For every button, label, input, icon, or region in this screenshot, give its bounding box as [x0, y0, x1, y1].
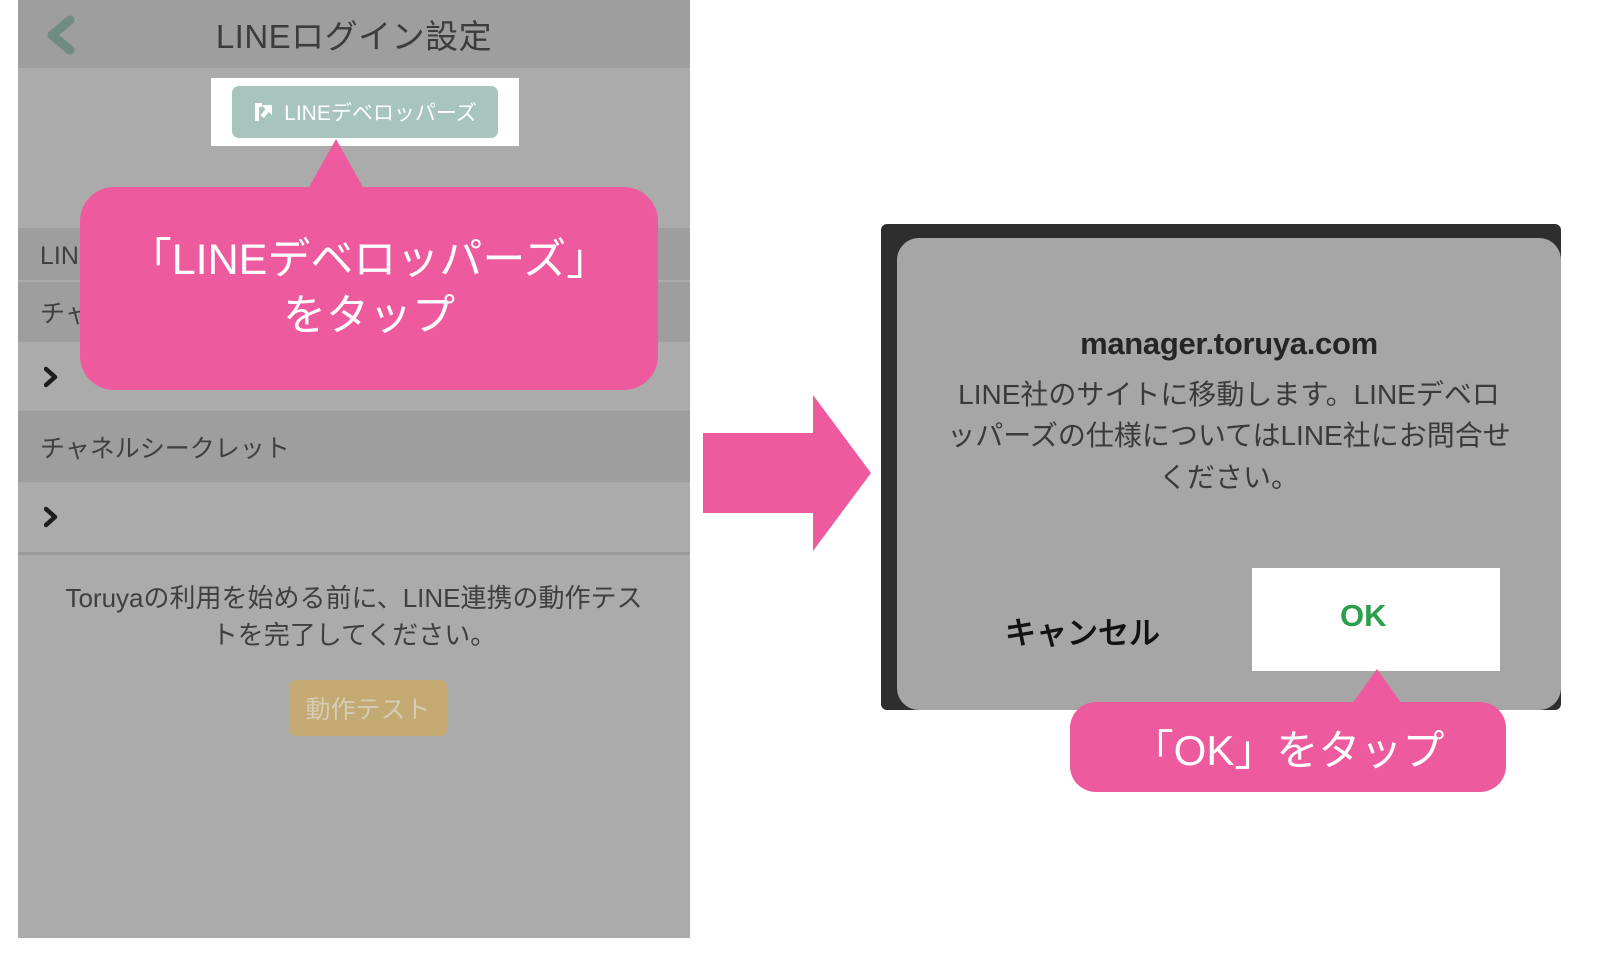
callout-tap-line-developers: 「LINEデベロッパーズ」 をタップ: [80, 139, 658, 390]
dialog-host-title: manager.toruya.com: [1080, 326, 1378, 361]
callout-text: 「OK」をタップ: [1131, 726, 1445, 774]
line-developers-button[interactable]: LINEデベロッパーズ: [232, 86, 498, 138]
dialog-cancel-button[interactable]: キャンセル: [1005, 616, 1160, 651]
callout-line-1: 「LINEデベロッパーズ」: [128, 236, 610, 285]
phone-header-bar: LINEログイン設定: [18, 0, 690, 68]
dialog-message-text: LINE社のサイトに移動します。LINEデベロッパーズの仕様についてはLINE社…: [947, 379, 1511, 493]
connection-test-button-label: 動作テスト: [305, 696, 431, 724]
back-chevron-icon[interactable]: [40, 12, 86, 58]
connection-test-button[interactable]: 動作テスト: [289, 680, 447, 736]
flow-arrow-right-icon: [703, 389, 871, 557]
chevron-right-icon: [43, 366, 58, 388]
list-row-channel-secret-value[interactable]: [18, 482, 690, 553]
list-row-channel-secret-label: チャネルシークレット: [18, 412, 690, 482]
callout-tail: [308, 139, 364, 189]
ok-button-highlight: [1252, 568, 1500, 671]
page-title: LINEログイン設定: [215, 18, 493, 55]
external-link-icon: [253, 101, 275, 123]
callout-line-2: をタップ: [283, 291, 455, 340]
dialog-device-frame: manager.toruya.com LINE社のサイトに移動します。LINEデ…: [881, 224, 1561, 710]
chevron-right-icon: [43, 506, 58, 528]
dialog-ok-button[interactable]: OK: [1340, 598, 1387, 633]
line-developers-button-label: LINEデベロッパーズ: [284, 102, 477, 125]
connection-test-note: Toruyaの利用を始める前に、LINE連携の動作テストを完了してください。: [65, 583, 643, 650]
callout-tail: [1352, 669, 1402, 704]
phone-screen-panel: LINEログイン設定 LINEデベロッパーズ LINEログイン設定 チャネルID…: [18, 0, 690, 938]
callout-tap-ok: 「OK」をタップ: [1070, 669, 1506, 792]
list-row-label-text: チャネルシークレット: [40, 435, 290, 463]
section-divider: [18, 553, 690, 555]
